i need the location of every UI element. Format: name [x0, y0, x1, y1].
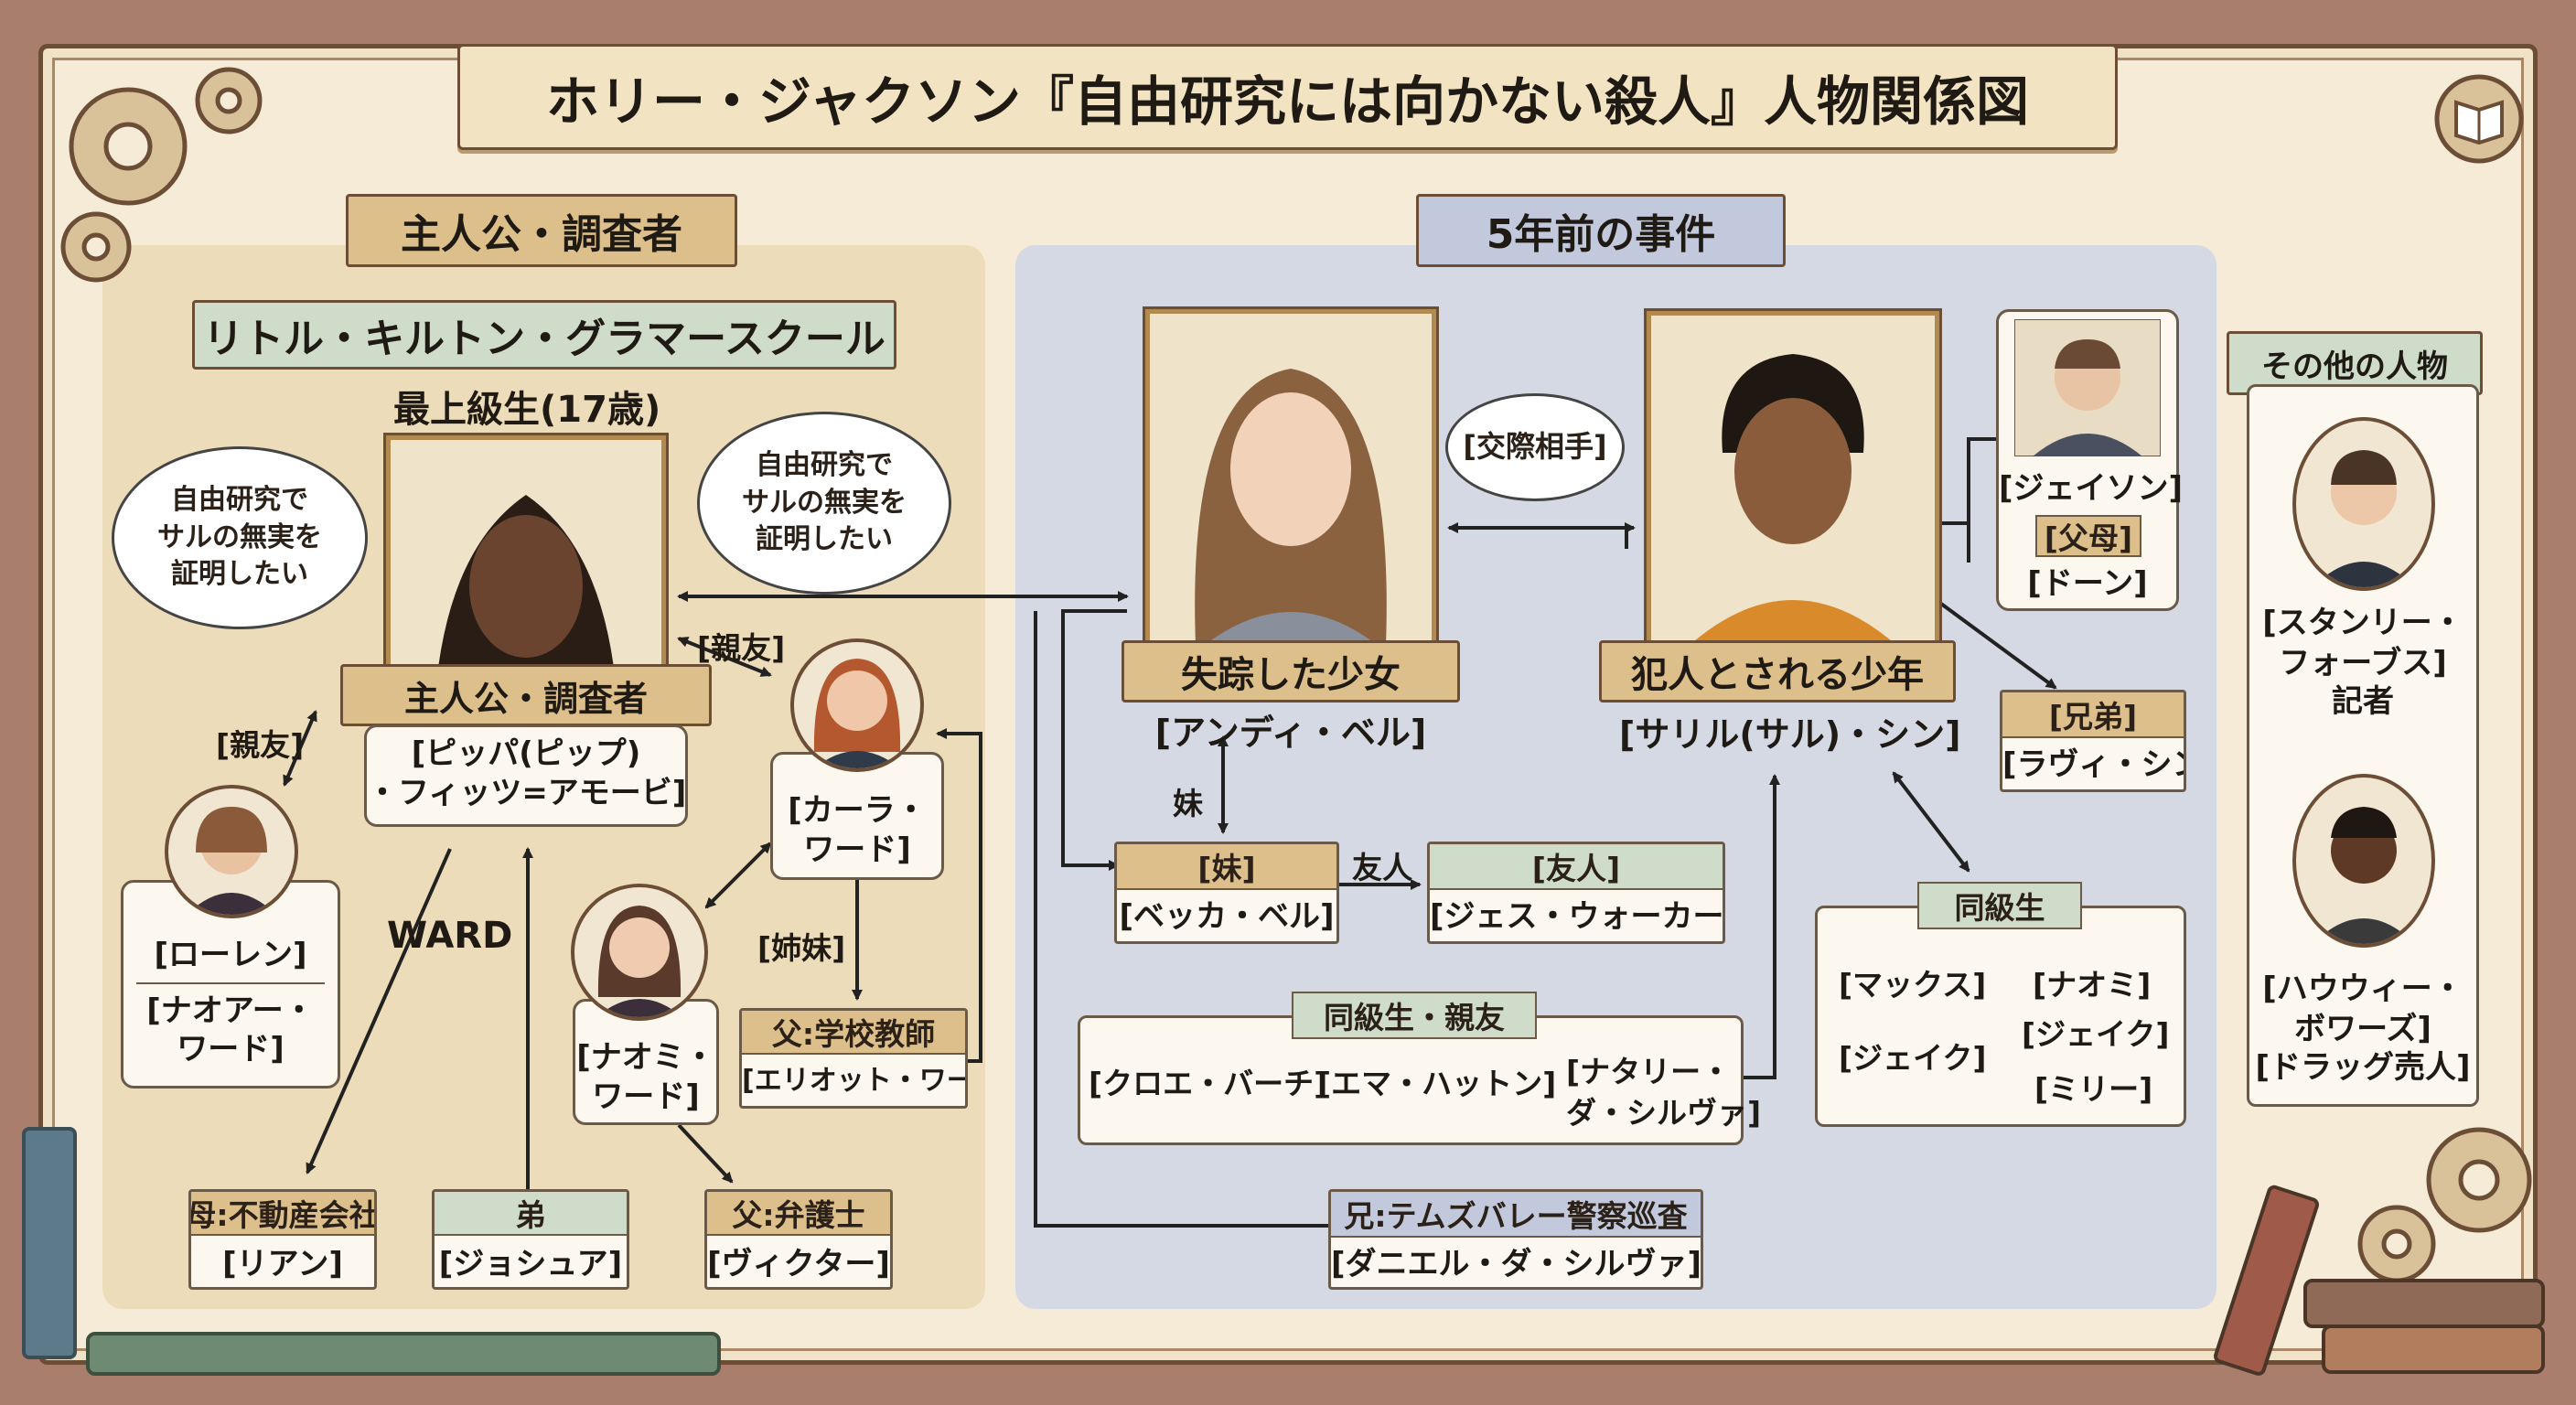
brother-card: 弟 [ジョシュア] — [432, 1189, 629, 1290]
andie-role-ribbon: 失踪した少女 — [1122, 640, 1460, 702]
andie-name: [アンディ・ベル] — [1154, 713, 1427, 753]
jess-name: [ジェス・ウォーカー] — [1430, 898, 1725, 935]
classmate-jake-1: [ジェイク] — [1839, 1040, 1987, 1076]
classmates-card — [1815, 906, 2186, 1127]
sal-portrait — [1644, 308, 1942, 654]
close-friends-tag: 同級生・親友 — [1292, 992, 1537, 1039]
relation-ward: WARD — [387, 915, 513, 957]
stanley-line1: [スタンリー・ — [2262, 605, 2463, 641]
section-ribbon-incident: 5年前の事件 — [1416, 194, 1786, 267]
stanley-line2: フォーブス] — [2279, 645, 2447, 681]
sal-face-icon — [1651, 316, 1935, 647]
grade-label: 最上級生(17歳) — [393, 389, 661, 431]
classmate-max: [マックス] — [1839, 967, 1987, 1003]
thought-bubble-left: 自由研究で サルの無実を 証明したい — [112, 446, 368, 629]
howie-avatar — [2292, 774, 2435, 948]
mother-tag: 母:不動産会社 — [191, 1192, 374, 1236]
sal-name: [サリル(サル)・シン] — [1619, 714, 1961, 755]
mother-card: 母:不動産会社 [リアン] — [188, 1189, 377, 1290]
father-teacher-tag: 父:学校教師 — [742, 1011, 965, 1055]
brother-name: [ジョシュア] — [438, 1246, 623, 1282]
section-ribbon-protagonist: 主人公・調査者 — [346, 194, 737, 267]
pippa-face-icon — [391, 440, 661, 703]
howie-role: [ドラッグ売人] — [2255, 1049, 2471, 1086]
ravi-card: [兄弟] [ラヴィ・シン] — [2000, 690, 2186, 792]
ravi-tag: [兄弟] — [2002, 692, 2184, 738]
father-lawyer-tag: 父:弁護士 — [707, 1192, 890, 1236]
classmates-tag: 同級生 — [1917, 882, 2082, 929]
parents-tag: [父母] — [2035, 515, 2141, 557]
father-lawyer-card: 父:弁護士 [ヴィクター] — [704, 1189, 893, 1290]
gears-and-books-icon — [2214, 1127, 2545, 1376]
father-lawyer-name: [ヴィクター] — [707, 1246, 890, 1282]
naomi-ward-avatar — [571, 884, 708, 1021]
jason-name: [ジェイソン] — [1999, 470, 2184, 507]
relation-sisters: [姉妹] — [757, 930, 846, 966]
cara-line2: ワード] — [803, 831, 911, 868]
thought-bubble-right: 自由研究で サルの無実を 証明したい — [697, 412, 951, 595]
naomi-ward-card: [ナオミ・ ワード] — [573, 999, 719, 1125]
daniel-tag: 兄:テムズバレー警察巡査 — [1331, 1192, 1701, 1238]
pippa-portrait — [383, 433, 669, 711]
lauren-avatar — [165, 785, 298, 918]
jess-card: [友人] [ジェス・ウォーカー] — [1427, 842, 1725, 944]
sal-role-ribbon: 犯人とされる少年 — [1599, 640, 1956, 702]
becca-name: [ベッカ・ベル] — [1119, 898, 1335, 935]
classmate-naomi: [ナオミ] — [2033, 967, 2152, 1003]
howie-line2: ボワーズ] — [2294, 1011, 2431, 1047]
daniel-card: 兄:テムズバレー警察巡査 [ダニエル・ダ・シルヴァ] — [1328, 1189, 1703, 1290]
close-friend-emma: [エマ・ハットン] — [1317, 1066, 1557, 1101]
naomi-ward-line1: [ナオミ・ — [576, 1039, 715, 1076]
close-friend-chloe: [クロエ・バーチ] — [1089, 1066, 1328, 1101]
cara-card: [カーラ・ ワード] — [770, 752, 944, 880]
brother-tag: 弟 — [435, 1192, 627, 1236]
book-spine-icon — [22, 1127, 77, 1359]
pippa-name-card: [ピッパ(ピップ) ・フィッツ=アモービ] — [364, 724, 688, 827]
dawn-name: [ドーン] — [2027, 565, 2148, 602]
stanley-role: 記者 — [2332, 683, 2394, 720]
sal-parents-card: [ジェイソン] [父母] [ドーン] — [1996, 309, 2184, 611]
howie-line1: [ハウウィー・ — [2262, 971, 2463, 1007]
relation-friend: 友人 — [1352, 850, 1412, 885]
andie-portrait — [1143, 306, 1439, 652]
relation-best-friend-lauren: [親友] — [216, 727, 305, 763]
father-teacher-name: [エリオット・ワード] — [742, 1065, 965, 1097]
stanley-avatar — [2292, 417, 2435, 591]
book-emblem-icon — [2434, 74, 2524, 164]
lauren-line2: [ナオアー・ — [146, 992, 315, 1029]
jess-tag: [友人] — [1430, 844, 1723, 890]
becca-tag: [妹] — [1117, 844, 1336, 890]
lauren-line3: ワード] — [177, 1031, 284, 1067]
close-friend-naomi-line1: [ナタリー・ — [1566, 1054, 1732, 1089]
naomi-ward-line2: ワード] — [592, 1078, 700, 1115]
father-teacher-card: 父:学校教師 [エリオット・ワード] — [739, 1008, 968, 1109]
daniel-name: [ダニエル・ダ・シルヴァ] — [1331, 1246, 1702, 1282]
classmate-jake-2: [ジェイク] — [2022, 1016, 2170, 1052]
cara-avatar — [790, 638, 924, 772]
page-title: ホリー・ジャクソン『自由研究には向かない殺人』人物関係図 — [457, 44, 2118, 150]
relation-best-friend-cara: [親友] — [697, 630, 786, 666]
school-ribbon: リトル・キルトン・グラマースクール — [192, 300, 896, 370]
andie-face-icon — [1150, 314, 1432, 645]
pippa-role-ribbon: 主人公・調査者 — [340, 664, 712, 726]
cara-line1: [カーラ・ — [788, 792, 927, 829]
classmate-millie: [ミリー] — [2034, 1071, 2153, 1107]
lauren-name: [ローレン] — [154, 937, 307, 973]
becca-card: [妹] [ベッカ・ベル] — [1114, 842, 1339, 944]
pippa-name-line2: ・フィッツ=アモービ] — [367, 774, 687, 811]
mother-name: [リアン] — [222, 1246, 343, 1282]
ravi-name: [ラヴィ・シン] — [2002, 746, 2184, 783]
gear-decoration-icon — [60, 67, 263, 283]
dating-bubble: [交際相手] — [1445, 393, 1625, 501]
book-bottom-icon — [86, 1332, 721, 1376]
relation-younger-sister: 妹 — [1173, 786, 1203, 821]
close-friend-naomi-line2: ダ・シルヴァ] — [1566, 1095, 1762, 1131]
pippa-name-line1: [ピッパ(ピップ) — [411, 735, 641, 772]
jason-face-icon — [2014, 319, 2161, 456]
